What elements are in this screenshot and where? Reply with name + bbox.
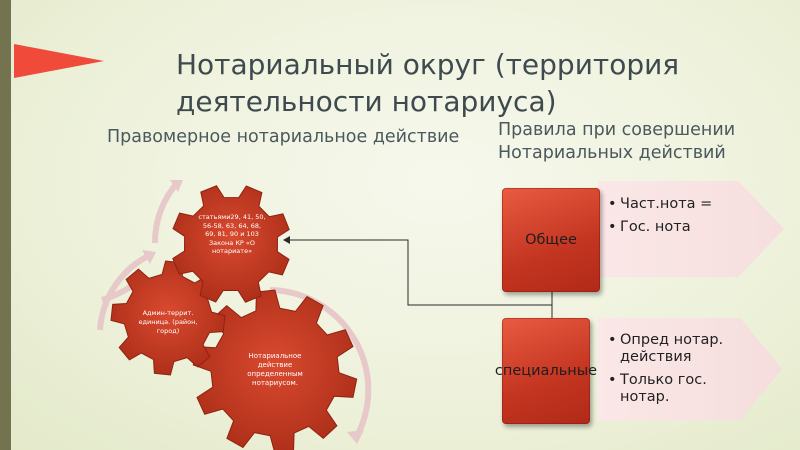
gear-bottom (192, 289, 358, 450)
rule-bullets-special: Опред нотар. действия Только гос. нотар. (608, 332, 758, 412)
gear-top (172, 185, 290, 303)
slide-title: Нотариальный округ (территория деятельно… (176, 48, 680, 118)
cycle-arrow-bottom (347, 430, 364, 444)
rule-bullet: Только гос. нотар. (608, 372, 758, 406)
left-heading: Правомерное нотариальное действие (107, 127, 460, 147)
rule-bullet: Гос. нота (608, 219, 728, 236)
gear-middle-text: Админ-террит. единица. (район, город) (138, 309, 198, 335)
cycle-arrow-mid (142, 250, 156, 264)
rule-label-special: специальные (495, 318, 597, 424)
gear-top-text: статьями29, 41, 50, 56-58, 63, 64, 68, 6… (198, 213, 266, 255)
rule-bullet: Част.нота = (608, 196, 728, 213)
left-accent-bar (0, 0, 11, 450)
cycle-arc-mid (97, 252, 152, 331)
rule-bullets-general: Част.нота = Гос. нота (608, 196, 728, 242)
cycle-arrow-top (170, 180, 183, 192)
right-heading: Правила при совершении Нотариальных дейс… (498, 120, 736, 163)
gear-bottom-text: Нотариальное действие определенным нотар… (247, 352, 303, 387)
rule-label-general: Общее (502, 188, 600, 292)
connector-line (283, 236, 553, 306)
cycle-arc-bottom (269, 287, 372, 440)
cycle-arc-top (151, 179, 181, 244)
rule-bullet: Опред нотар. действия (608, 332, 758, 366)
title-accent-triangle (14, 44, 104, 78)
